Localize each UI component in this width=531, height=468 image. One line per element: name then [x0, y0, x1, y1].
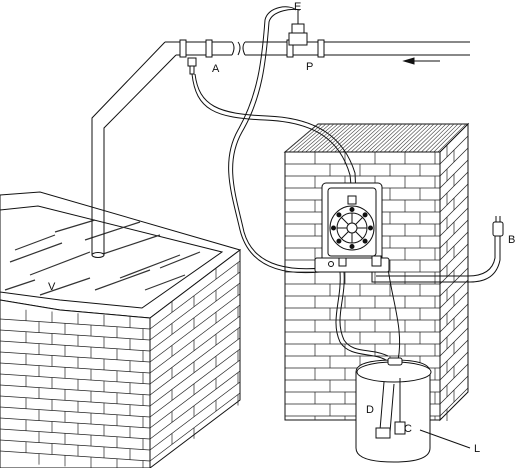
label-a: A: [212, 63, 220, 75]
basin-side-face: [149, 248, 241, 468]
label-c: C: [404, 423, 412, 435]
label-b: B: [508, 234, 515, 246]
canister-leader-line: [419, 429, 471, 449]
chemical-canister: [355, 357, 432, 463]
label-e: E: [294, 1, 301, 13]
water-hatching: [4, 219, 201, 296]
label-p: P: [306, 61, 313, 73]
suction-fitting: [187, 57, 197, 75]
dosing-pump: [314, 182, 390, 273]
label-v: V: [48, 281, 56, 293]
label-l: L: [474, 443, 480, 455]
power-plug: [492, 216, 504, 237]
basin: [0, 191, 242, 468]
label-d: D: [366, 404, 374, 416]
injection-valve: [288, 10, 308, 46]
main-pipe: [91, 39, 470, 258]
basin-front-face: [0, 299, 151, 468]
hoses: [191, 6, 501, 361]
